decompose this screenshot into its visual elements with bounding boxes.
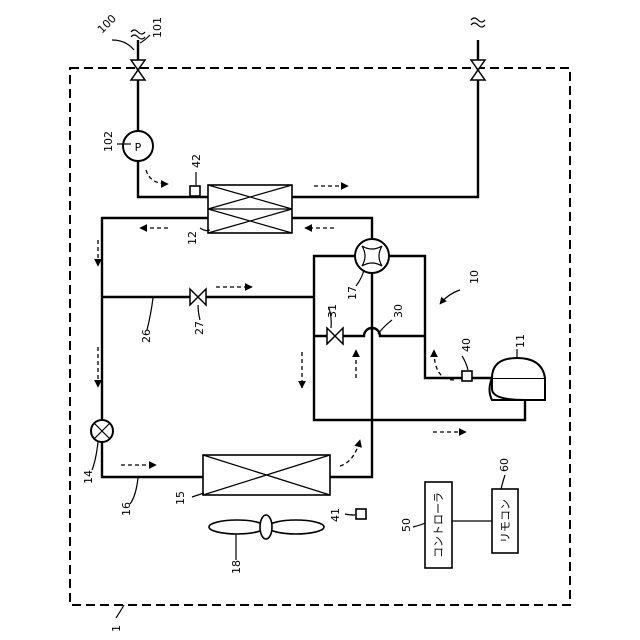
label-100: 100 — [95, 12, 119, 36]
label-12: 12 — [186, 231, 199, 245]
controller-text: コントローラ — [432, 492, 445, 558]
label-27: 27 — [193, 321, 206, 335]
label-1: 1 — [110, 625, 123, 632]
label-30: 30 — [392, 304, 405, 318]
label-41: 41 — [329, 508, 342, 522]
label-50: 50 — [400, 518, 413, 532]
water-circuit: P — [123, 18, 485, 197]
outside-air-sensor — [356, 509, 366, 519]
inlet-valve — [131, 60, 145, 80]
controller-box: コントローラ — [425, 482, 452, 568]
remote-box: リモコン — [492, 489, 518, 553]
label-15: 15 — [174, 491, 187, 505]
compressor — [490, 358, 546, 400]
label-60: 60 — [498, 458, 511, 472]
air-heat-exchanger — [203, 455, 330, 495]
label-26: 26 — [140, 329, 153, 343]
refrigerant-line-to-4way — [292, 218, 372, 240]
pump: P — [123, 131, 153, 161]
valve-31 — [327, 328, 343, 344]
water-outlet-pipe — [292, 40, 478, 197]
refrigerant-line-16 — [102, 442, 203, 477]
label-17: 17 — [346, 286, 359, 300]
compressor-suction-line — [372, 400, 525, 420]
water-inlet-pipe — [138, 40, 208, 197]
pipe-break-mark-left — [131, 30, 145, 39]
label-11: 11 — [514, 334, 527, 348]
label-10: 10 — [468, 270, 481, 284]
pipe-break-mark-right — [471, 18, 485, 27]
discharge-temp-sensor — [462, 371, 472, 381]
label-42: 42 — [190, 154, 203, 168]
remote-text: リモコン — [499, 499, 512, 543]
four-way-valve — [355, 239, 389, 273]
expansion-valve — [91, 420, 113, 442]
label-14: 14 — [82, 470, 95, 484]
label-16: 16 — [120, 502, 133, 516]
fan — [209, 515, 324, 539]
bypass-valve-27 — [190, 289, 206, 305]
pump-symbol: P — [135, 141, 142, 154]
label-102: 102 — [102, 131, 115, 152]
label-101: 101 — [151, 17, 164, 38]
label-18: 18 — [230, 560, 243, 574]
water-temp-sensor — [190, 186, 200, 196]
water-heat-exchanger — [208, 185, 292, 233]
label-31: 31 — [326, 304, 339, 318]
refrigerant-line-left — [102, 218, 208, 420]
outlet-valve — [471, 60, 485, 80]
label-40: 40 — [460, 338, 473, 352]
suction-line — [330, 272, 372, 477]
